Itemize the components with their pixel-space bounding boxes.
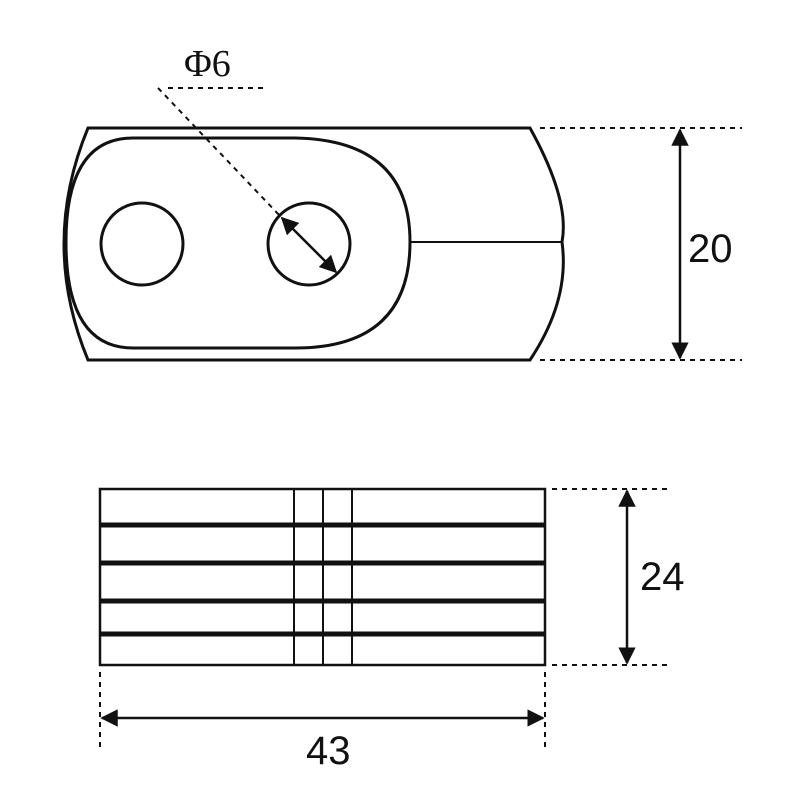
top-view-inner-slot xyxy=(64,136,412,350)
right-hole xyxy=(266,201,352,287)
top-view xyxy=(62,126,565,362)
height-top-dimension xyxy=(540,127,742,361)
diameter-arrow xyxy=(280,216,338,274)
hole-diameter-dimension xyxy=(157,87,338,274)
width-bottom-label: 43 xyxy=(306,729,351,773)
diameter-leader-line xyxy=(157,87,283,219)
side-view xyxy=(98,487,547,667)
left-hole xyxy=(99,201,185,287)
width-bottom-dimension xyxy=(99,672,546,748)
height-bottom-label: 24 xyxy=(640,555,685,599)
height-bottom-dimension xyxy=(552,488,668,666)
hole-diameter-label: Φ6 xyxy=(184,43,231,85)
height-top-label: 20 xyxy=(688,227,733,271)
top-view-outline xyxy=(62,126,565,362)
